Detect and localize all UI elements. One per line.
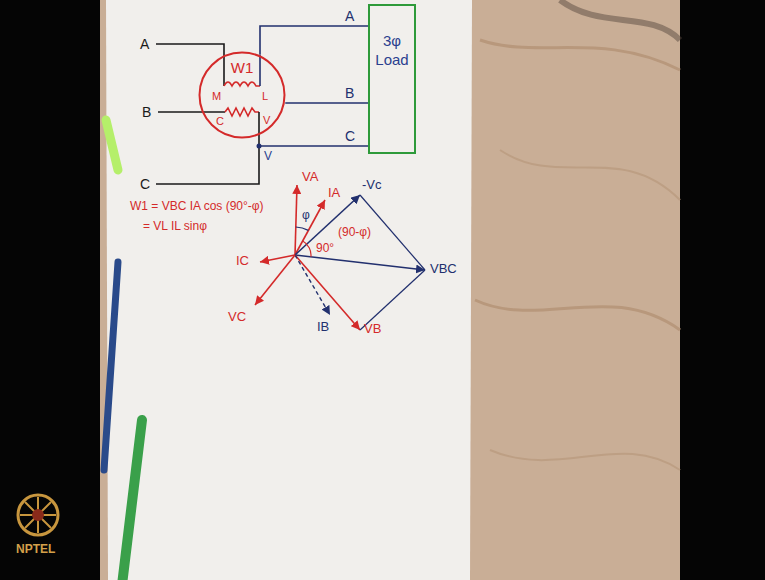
junction-name: V [264,150,272,164]
angle-name: 90° [316,242,334,256]
coil-lead [259,55,261,86]
phasor-name: IA [328,186,340,201]
wood-grain [480,40,680,70]
line-c-load-wire [259,145,368,147]
line-name: A [140,36,149,52]
phasor-va [295,185,297,255]
terminal-name: V [263,114,270,127]
line-b-wire [158,111,225,113]
phasor-vc [255,255,295,305]
wood-grain [500,150,680,200]
angle-name: (90-φ) [338,226,371,240]
paper-sheet [106,0,472,580]
load-name: 3φ Load [370,32,414,70]
logo-spokes [20,497,56,533]
phasor-vbc [295,255,425,270]
line-name: B [142,104,151,120]
line-c-wire [156,146,259,184]
phasor-name: VA [302,170,318,185]
terminal-name: L [262,90,268,103]
logo-text: NPTEL [16,543,55,557]
equation: W1 = VBC IA cos (90°-φ) [130,200,264,214]
highlighter [106,120,118,170]
wood-grain [475,300,680,330]
load-wire [285,102,368,104]
junction-dot [257,144,262,149]
wattmeter-circle: W1 [198,51,286,139]
phasor-name: VBC [430,262,457,277]
coil-lead [258,112,260,146]
phasor-ib [295,255,330,315]
pressure-coil [225,108,259,116]
phasor-name: -Vc [362,178,382,193]
line-name: C [140,176,150,192]
angle-arc [296,227,309,230]
phasor-minus-vc [295,195,360,255]
phasor-name: VC [228,310,246,325]
load-box: 3φ Load [368,4,416,154]
equation: = VL IL sinφ [143,220,207,234]
logo-ring [18,495,58,535]
blue-pen [104,262,118,470]
current-coil [224,82,260,86]
green-pen [122,420,142,580]
wood-knot [560,0,680,40]
wood-table [100,0,680,580]
parallelogram-side [360,270,425,330]
line-name: B [345,85,354,101]
line-name: C [345,128,355,144]
angle-name: φ [302,209,310,223]
phasor-name: IB [317,320,329,335]
phasor-name: IC [236,254,249,269]
terminal-name: M [212,90,221,103]
logo-hub [32,509,44,521]
terminal-name: C [216,115,224,128]
line-a-wire [156,44,224,86]
wood-grain [490,450,680,470]
phasor-name: VB [364,322,381,337]
angle-arc [303,241,311,257]
phasor-vb [295,255,360,330]
line-name: A [345,8,354,24]
meter-name: W1 [198,59,286,78]
load-wire [260,26,368,55]
